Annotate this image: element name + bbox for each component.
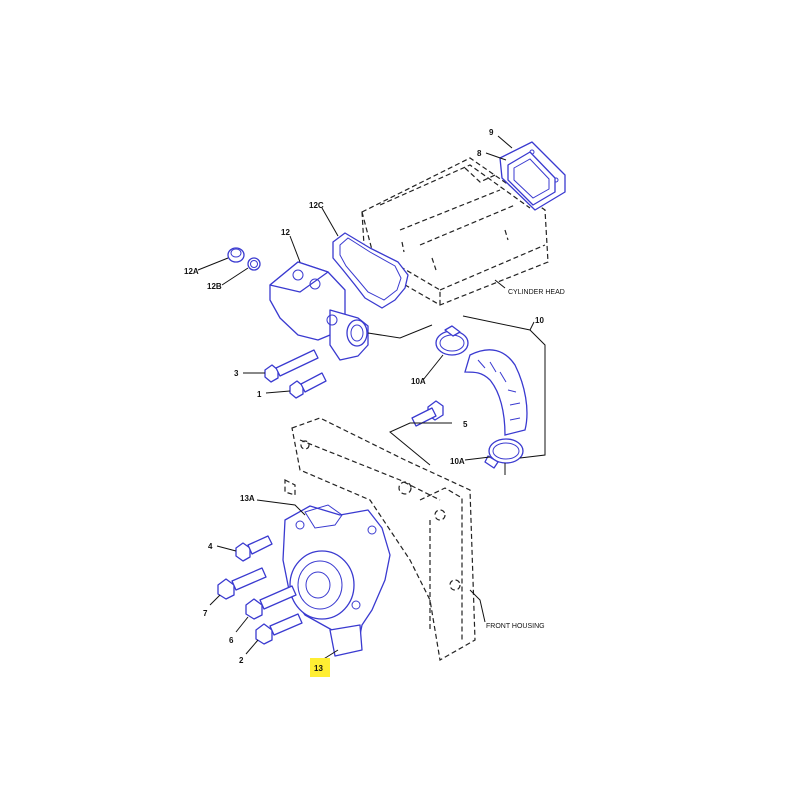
bolt-5 (411, 400, 444, 427)
pump-gasket (304, 504, 343, 529)
bolt-7 (217, 567, 267, 600)
callout-12c: 12C (309, 201, 324, 210)
callout-5: 5 (463, 420, 468, 429)
front-housing (284, 417, 476, 661)
callout-12a: 12A (184, 267, 199, 276)
callout-9: 9 (489, 128, 494, 137)
callout-13-highlight (310, 658, 330, 677)
callout-6: 6 (229, 636, 234, 645)
plug (227, 247, 245, 263)
bolt-6 (245, 585, 297, 620)
callout-2: 2 (239, 656, 244, 665)
callout-10a-bottom: 10A (450, 457, 465, 466)
callout-labels: 9 8 12C 12 12A 12B 10 10A 3 1 5 10A 13A … (184, 128, 544, 677)
cylinder-head-label: CYLINDER HEAD (508, 289, 565, 296)
cover-gasket (507, 151, 556, 206)
bolt-1 (289, 372, 327, 399)
hose-clamp-bottom (484, 438, 524, 469)
hose-clamp-top (435, 325, 469, 356)
callout-1: 1 (257, 390, 262, 399)
bolt-4 (235, 535, 273, 562)
o-ring-seal (247, 257, 261, 271)
front-housing-label: FRONT HOUSING (486, 623, 545, 630)
callout-10a-top: 10A (411, 377, 426, 386)
thermostat-gasket (332, 232, 409, 309)
water-pump (282, 505, 391, 657)
callout-10: 10 (535, 316, 544, 325)
thermostat-housing (269, 261, 369, 361)
callout-3: 3 (234, 369, 239, 378)
callout-7: 7 (203, 609, 208, 618)
component-names: CYLINDER HEAD FRONT HOUSING (486, 289, 565, 630)
callout-8: 8 (477, 149, 482, 158)
callout-13a: 13A (240, 494, 255, 503)
coolant-hose (464, 349, 528, 436)
callout-13: 13 (314, 664, 323, 673)
callout-4: 4 (208, 542, 213, 551)
callout-12b: 12B (207, 282, 222, 291)
bolt-3 (264, 349, 319, 383)
bolt-2 (255, 613, 303, 645)
callout-12: 12 (281, 228, 290, 237)
